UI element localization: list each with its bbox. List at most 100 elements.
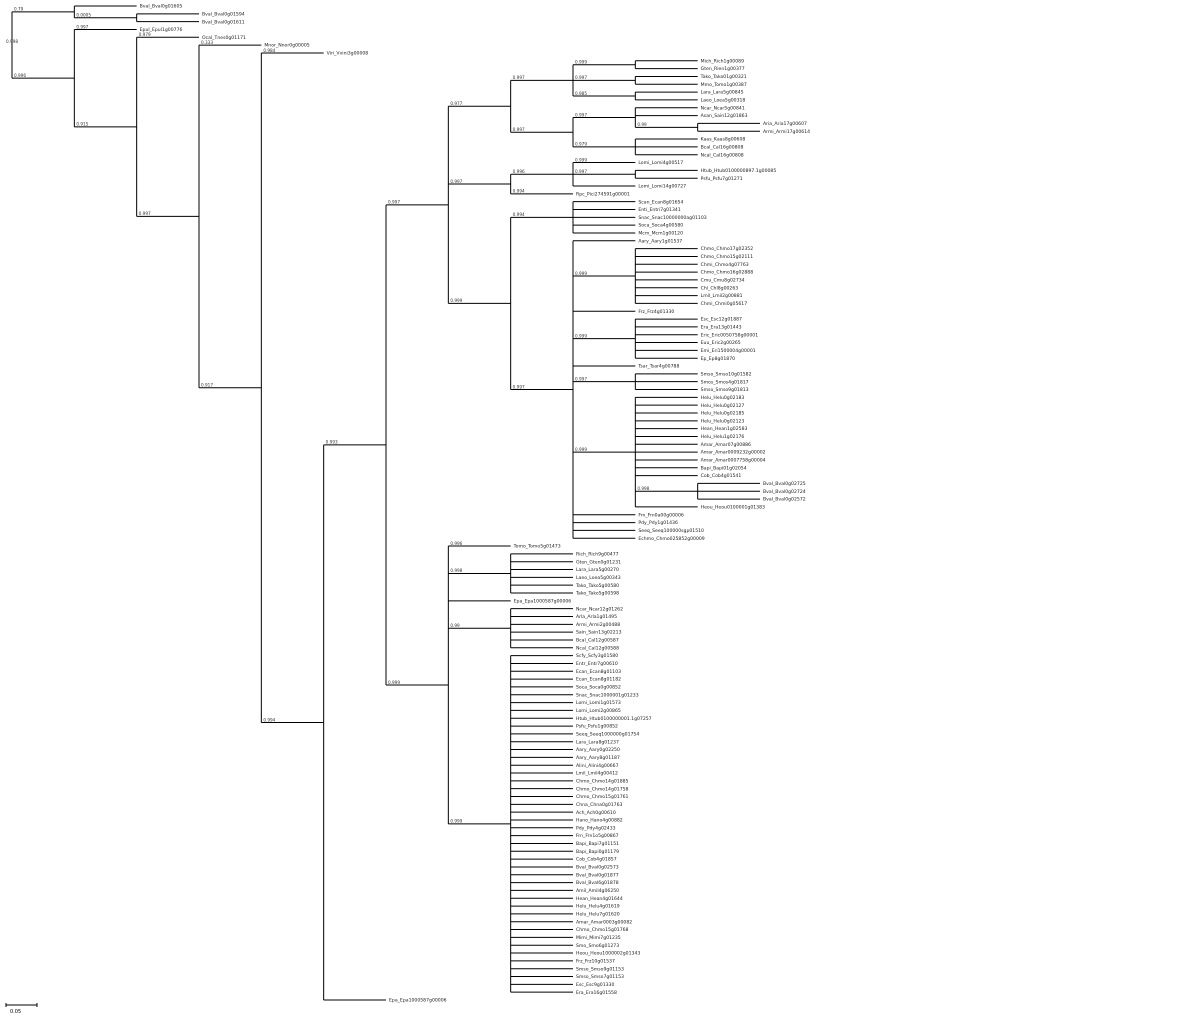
leaf-label: Helu_Helu0g02123 [701, 418, 745, 424]
leaf-label: Gten_Gten0g01231 [576, 559, 621, 565]
leaf-label: Ncal_Cal12g00588 [576, 645, 619, 651]
leaf-label: Mcm_Mcm1g00120 [638, 231, 683, 237]
leaf-label: Ecan_Ecan8g01103 [576, 669, 621, 675]
support-value: 0.996 [513, 169, 525, 174]
leaf-label: Mimi_Mimi7g01235 [576, 935, 621, 941]
leaf-label: Scan_Ecan8g01654 [638, 199, 683, 205]
support-value: 0.979 [139, 32, 151, 37]
support-value: 0.917 [201, 383, 213, 388]
leaf-label: Bval_Bval0g02573 [576, 865, 619, 871]
leaf-label: Psfu_Psfu1g00852 [576, 724, 618, 730]
support-value: 0.99 [637, 122, 647, 127]
leaf-label: Ecan_Ecan8g01182 [576, 677, 621, 683]
leaf-label: Eric_Eric0050758g00001 [701, 332, 759, 338]
leaf-label: Frz_Frz4g01330 [638, 309, 674, 315]
leaf-label: Seeq_Seeq100000sgp01510 [638, 528, 704, 534]
support-value: 0.0005 [76, 13, 91, 18]
scale-bar: 0.05 [5, 1003, 38, 1015]
support-value: 0.993 [326, 440, 338, 445]
leaf-label: Amil_Amil4g06250 [576, 888, 619, 894]
support-values: 0.790.00050.9960.9970.9150.9790.9970.333… [6, 7, 650, 824]
support-value: 0.999 [450, 298, 462, 303]
support-value: 0.999 [575, 333, 587, 338]
leaf-label: Rich_Rich9g00477 [576, 551, 619, 557]
leaf-label: Lara_Lara8g01237 [576, 739, 619, 745]
leaf-label: Bval_Bval0g01594 [202, 11, 245, 17]
leaf-label: Aary_Aary8g01187 [576, 755, 620, 761]
leaf-label: Rpc_Pici274591g00001 [576, 191, 630, 197]
leaf-label: Mmo_Tomo1g00387 [701, 82, 747, 88]
leaf-label: Esc_Esc12g01887 [701, 317, 742, 323]
leaf-label: Heou_Heou1000002g01343 [576, 951, 640, 957]
leaf-label: Mich_Rich1g00089 [701, 58, 744, 64]
support-value: 0.997 [575, 75, 587, 80]
leaf-label: Echmo_Chmo025852g00009 [638, 536, 704, 542]
support-value: 0.999 [450, 819, 462, 824]
leaf-label: Chmo_Chmo15g02111 [701, 254, 754, 260]
leaf-label: Epul_Epul1g00776 [140, 27, 183, 33]
leaf-label: Psfu_Psfu7g01271 [701, 176, 743, 182]
support-value: 0.999 [575, 157, 587, 162]
leaf-label: Sain_Sain13g02213 [576, 630, 622, 636]
leaf-label: Lomi_Lomi1g01573 [576, 700, 621, 706]
leaf-label: Bcal_Cal12g00587 [576, 638, 619, 644]
support-value: 0.997 [575, 169, 587, 174]
leaf-label: Htub_Htub0100000001.1g07257 [576, 716, 652, 722]
leaf-label: Smo_Smo6g01273 [576, 943, 619, 949]
leaf-label: Smso_Smso9g01153 [576, 966, 624, 972]
leaf-label: Lmil_Lmil2g00881 [701, 293, 743, 299]
leaf-label: Era_Era13g01443 [701, 324, 742, 330]
leaf-label: Armi_Armi17g00614 [763, 129, 810, 135]
leaf-label: Bapi_Bapi01g02054 [701, 465, 747, 471]
leaf-label: Entr_Entr7g00610 [576, 661, 618, 667]
leaf-label: Tsar_Tsar4g00788 [637, 364, 679, 370]
support-value: 0.999 [388, 680, 400, 685]
leaf-label: Alini_Alini4g00667 [576, 763, 619, 769]
leaf-label: Euu_Eric2g00265 [701, 340, 741, 346]
leaf-label: Heou_Heou0100001g01383 [701, 505, 765, 511]
leaf-label: Chmo_Chmo15g01768 [576, 927, 629, 933]
support-value: 0.997 [388, 200, 400, 205]
leaf-label: Bval_Bval6g01878 [576, 880, 619, 886]
leaf-label: Enti_Entri7g01341 [638, 207, 680, 213]
support-value: 0.997 [139, 211, 151, 216]
leaf-label: Cob_Cob4g01541 [701, 473, 742, 479]
support-value: 0.997 [575, 376, 587, 381]
leaf-label: Lara_Lara5g00270 [576, 567, 619, 573]
support-value: 0.915 [76, 122, 88, 127]
leaf-label: Asan_Sain12g01863 [701, 113, 748, 119]
leaf-label: Helu_Helu7g01620 [576, 912, 620, 918]
leaf-label: Chmo_Chmo17g02352 [701, 246, 754, 252]
leaf-label: Bval_Bval0g02724 [763, 489, 806, 495]
leaf-label: Era_Era16g01558 [576, 990, 617, 996]
leaf-label: Tako_Tako5g00598 [575, 591, 619, 597]
leaf-label: Bapi_Bapi7g01151 [576, 841, 619, 847]
leaf-label: Bval_Bval0g01605 [140, 4, 183, 10]
leaf-label: Soca_Soca4g00580 [638, 223, 683, 229]
leaf-label: Laeo_Loea5g00318 [701, 98, 746, 104]
leaf-label: Bval_Bval0g02572 [763, 497, 806, 503]
leaf-label: Hano_Hano4g00882 [576, 818, 623, 824]
leaf-label: Ncar_Ncar5g00841 [701, 105, 745, 111]
leaf-label: Chl_Chl8g00263 [701, 285, 739, 291]
support-value: 0.999 [575, 447, 587, 452]
support-value: 0.999 [575, 271, 587, 276]
leaf-label: Htub_Htub0100000897.1g00085 [701, 168, 777, 174]
leaf-label: Smso_Smso9g01813 [701, 387, 749, 393]
support-value: 0.998 [450, 568, 462, 573]
leaf-label: Ocal_Tnes0g01171 [202, 35, 246, 41]
leaf-label: Chmo_Chmo16g02888 [701, 270, 754, 276]
leaf-label: Amar_Amar0003g00082 [576, 919, 632, 925]
leaf-label: Epa_Epa1000587g00006 [389, 998, 447, 1004]
support-value: 0.997 [450, 179, 462, 184]
support-value: 0.998 [637, 486, 649, 491]
leaf-label: Ach_Ach0g00610 [576, 810, 616, 816]
leaf-label: Bapi_Bapi0g01179 [576, 849, 619, 855]
support-value: 0.994 [513, 212, 525, 217]
leaf-label: Gten_Rien1g00377 [701, 66, 745, 72]
support-value: 0.997 [513, 127, 525, 132]
support-value: 0.997 [76, 24, 88, 29]
leaf-label: Lara_Lara5g00845 [701, 90, 744, 96]
scale-bar-label: 0.05 [10, 1009, 21, 1015]
support-value: 0.977 [450, 101, 462, 106]
